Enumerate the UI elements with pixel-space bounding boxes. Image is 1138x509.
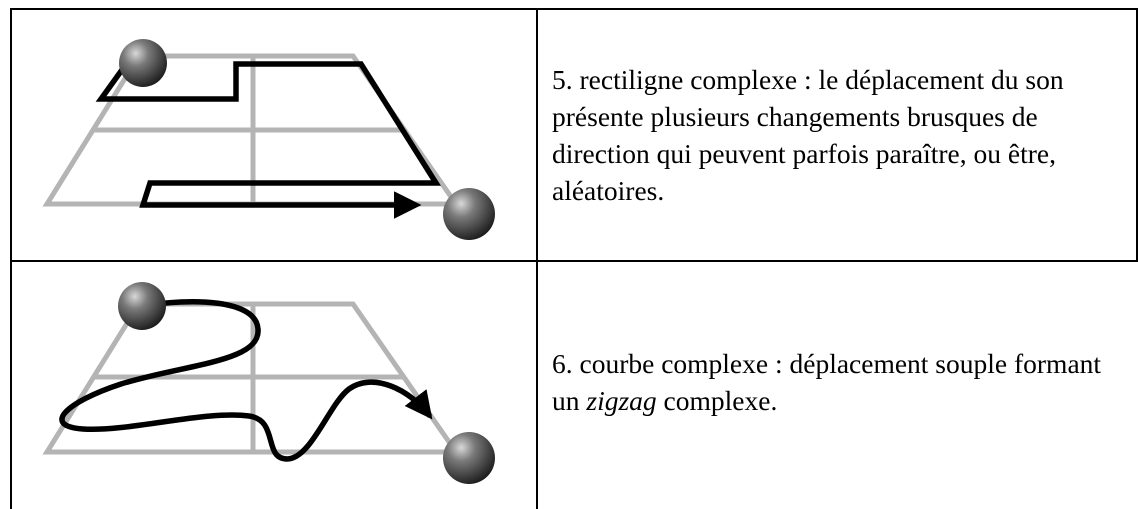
start-sphere — [118, 282, 166, 330]
table-border-left — [10, 8, 12, 509]
trajectory-path — [59, 298, 433, 462]
item-term: courbe complexe — [579, 348, 769, 379]
description-cell-6: 6. courbe complexe : déplacement souple … — [538, 262, 1128, 502]
description-text-5: 5. rectiligne complexe : le déplacement … — [552, 61, 1128, 209]
rectilinear-complex-path-icon — [42, 39, 495, 240]
table-column-divider — [536, 8, 538, 509]
end-sphere — [443, 432, 495, 484]
figure-rectilinear-complex — [11, 11, 536, 261]
table-border-right — [1136, 8, 1138, 262]
trajectory-path — [95, 61, 441, 219]
figure-curved-complex — [11, 264, 536, 509]
item-separator: : — [797, 64, 819, 95]
trajectory-table — [10, 8, 1138, 509]
table-row-divider — [10, 260, 1138, 262]
item-number: 6. — [552, 348, 573, 379]
item-term: rectiligne complexe — [579, 64, 798, 95]
item-description-emphasis: zigzag — [586, 385, 657, 416]
curved-complex-path-icon — [42, 282, 495, 484]
item-description-before: déplacement souple formant un — [552, 348, 1108, 416]
description-text-6: 6. courbe complexe : déplacement souple … — [552, 345, 1128, 419]
item-separator: : — [768, 348, 790, 379]
item-number: 5. — [552, 64, 573, 95]
item-description-after: complexe. — [656, 385, 778, 416]
description-cell-5: 5. rectiligne complexe : le déplacement … — [538, 10, 1128, 260]
item-description: le déplacement du son présente plusieurs… — [552, 64, 1064, 206]
start-sphere — [119, 39, 167, 87]
table-border-top — [10, 8, 1138, 10]
end-sphere — [443, 188, 495, 240]
